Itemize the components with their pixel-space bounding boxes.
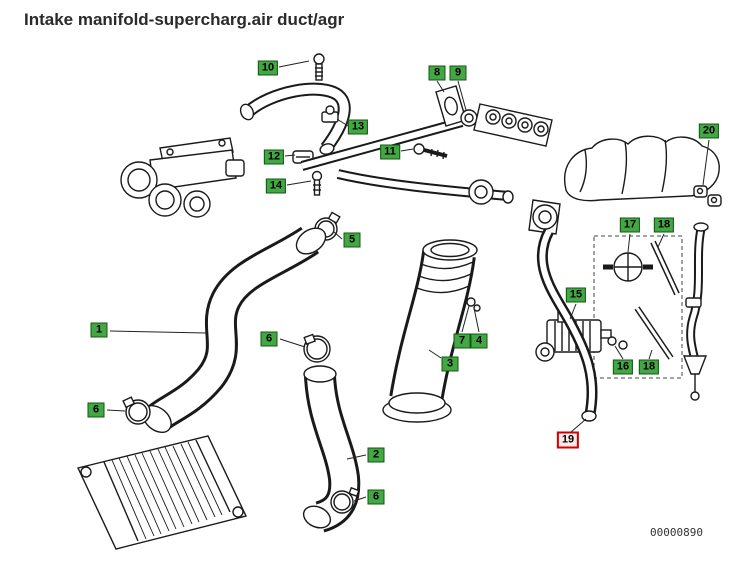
clamp-6-bottom xyxy=(330,486,360,514)
pipes-18 xyxy=(634,240,680,360)
bolt-14 xyxy=(311,170,323,196)
part-label-8[interactable]: 8 xyxy=(428,65,446,81)
part-label-18a[interactable]: 18 xyxy=(653,217,675,233)
part-label-6c[interactable]: 6 xyxy=(367,489,385,505)
part-label-15[interactable]: 15 xyxy=(565,287,587,303)
throttle-fitting xyxy=(528,199,561,235)
diagram-part-number: 00000890 xyxy=(650,526,703,539)
part-label-12[interactable]: 12 xyxy=(263,149,285,165)
part-label-18b[interactable]: 18 xyxy=(638,359,660,375)
part-label-19[interactable]: 19 xyxy=(556,431,580,449)
part-label-3[interactable]: 3 xyxy=(441,356,459,372)
part-label-7[interactable]: 7 xyxy=(453,333,471,349)
group-box xyxy=(593,235,683,379)
part-label-1[interactable]: 1 xyxy=(90,322,108,338)
duct-3 xyxy=(382,239,481,423)
bolt-10 xyxy=(313,53,325,81)
part-label-16[interactable]: 16 xyxy=(612,359,634,375)
part-label-9[interactable]: 9 xyxy=(449,65,467,81)
part-label-10[interactable]: 10 xyxy=(257,60,279,76)
intercooler xyxy=(77,435,247,550)
egr-pipe-lower xyxy=(336,169,514,205)
part-label-14[interactable]: 14 xyxy=(265,178,287,194)
page-title: Intake manifold-supercharg.air duct/agr xyxy=(24,10,345,29)
leader-lines xyxy=(106,60,710,502)
part-label-13[interactable]: 13 xyxy=(347,119,369,135)
egr-pipe-upper xyxy=(300,85,478,171)
part-label-6a[interactable]: 6 xyxy=(260,331,278,347)
bolt-11 xyxy=(413,143,448,160)
part-label-20[interactable]: 20 xyxy=(698,123,720,139)
part-label-17[interactable]: 17 xyxy=(619,217,641,233)
part-label-4[interactable]: 4 xyxy=(470,333,488,349)
actuator-assembly xyxy=(120,137,245,218)
clamp-6-left xyxy=(122,396,151,425)
hose-19 xyxy=(536,228,598,422)
manifold-clamps-20 xyxy=(693,185,722,207)
exhaust-flange xyxy=(473,103,553,147)
u-pipe xyxy=(239,82,351,155)
canister-17 xyxy=(603,252,653,282)
part-label-11[interactable]: 11 xyxy=(380,144,400,160)
hose-1 xyxy=(142,226,327,433)
part-label-6b[interactable]: 6 xyxy=(87,402,105,418)
part-label-5[interactable]: 5 xyxy=(343,232,361,248)
clamp-13 xyxy=(321,105,339,123)
right-tube xyxy=(682,222,709,401)
part-label-2[interactable]: 2 xyxy=(367,447,385,463)
bolts-16 xyxy=(607,336,628,350)
clamp-6-mid xyxy=(303,333,331,363)
intake-manifold xyxy=(564,135,720,202)
